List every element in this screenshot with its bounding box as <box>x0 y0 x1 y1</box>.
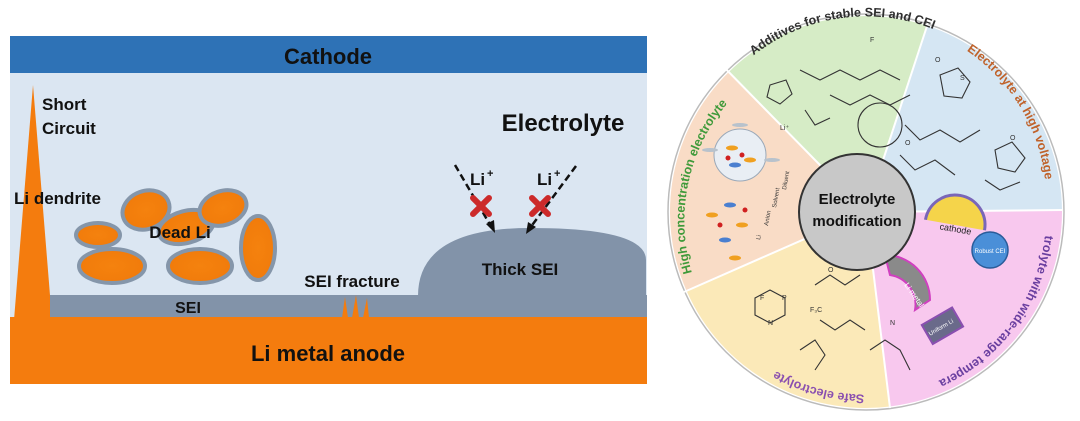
dead-li-particle <box>239 214 277 282</box>
thick-sei-label: Thick SEI <box>482 260 559 279</box>
sector-wide-temp <box>866 209 1062 407</box>
dead-li-particle <box>77 247 147 285</box>
wheel-center <box>798 153 916 271</box>
anode-bar <box>10 317 647 384</box>
svg-text:N: N <box>890 320 895 327</box>
sei-fracture-marks <box>342 295 369 318</box>
sei-label: SEI <box>175 300 201 317</box>
li-ion-superscript: + <box>487 168 493 180</box>
sei-fracture-label: SEI fracture <box>304 272 399 291</box>
dead-li-label: Dead Li <box>149 223 210 242</box>
short-circuit-label-2: Circuit <box>42 119 96 138</box>
svg-text:Li⁺: Li⁺ <box>780 125 789 132</box>
molecule-atom-labels: F P N O F₃C N O S O O Li⁺ F <box>760 37 1016 327</box>
solvation-sphere <box>702 123 780 261</box>
svg-text:F₃C: F₃C <box>810 307 822 314</box>
li-ion-superscript: + <box>554 168 560 180</box>
thick-sei-dome <box>418 228 646 296</box>
svg-text:Anion: Anion <box>764 210 773 226</box>
li-dendrite-shape <box>14 85 52 320</box>
svg-text:Li: Li <box>756 235 763 241</box>
dead-li-cluster <box>74 188 277 285</box>
cathode-bar <box>10 36 647 73</box>
blocked-x-icon <box>529 195 551 217</box>
svg-text:O: O <box>935 57 941 64</box>
svg-text:Diluent: Diluent <box>782 171 791 191</box>
sector-hce <box>670 72 866 291</box>
svg-text:F: F <box>870 37 874 44</box>
li-ion-1: Li + <box>453 164 495 233</box>
sector-high-voltage <box>866 25 1062 212</box>
svg-text:F: F <box>760 295 764 302</box>
cathode-label: Cathode <box>284 44 372 69</box>
blocked-x-icon <box>470 195 492 217</box>
svg-text:S: S <box>960 75 965 82</box>
li-ion-2: Li + <box>526 165 578 234</box>
dead-li-particle <box>166 247 234 285</box>
svg-text:O: O <box>1010 135 1016 142</box>
anode-label: Li metal anode <box>251 341 405 366</box>
center-label-2: modification <box>812 213 901 230</box>
sei-layer <box>50 295 647 317</box>
dead-li-particle <box>74 221 122 249</box>
li-dendrite-label: Li dendrite <box>14 189 101 208</box>
electrolyte-label: Electrolyte <box>502 110 625 137</box>
short-circuit-label-1: Short <box>42 95 87 114</box>
li-ion-label: Li <box>470 170 485 189</box>
dead-li-particle <box>197 188 249 228</box>
center-label-1: Electrolyte <box>819 191 896 208</box>
li-ion-label: Li <box>537 170 552 189</box>
svg-text:O: O <box>905 140 911 147</box>
svg-text:Solvent: Solvent <box>772 187 781 208</box>
svg-text:O: O <box>828 267 834 274</box>
svg-text:P: P <box>782 295 787 302</box>
left-panel: Cathode Electrolyte Short Circuit Li den… <box>10 36 647 384</box>
molecule-sketches <box>754 67 1026 371</box>
dead-li-particle <box>120 188 172 232</box>
solvation-legend: Li Anion Solvent Diluent <box>756 171 791 241</box>
wide-temp-inset: cathode Robust CEI Li metal Uniform Li <box>883 193 1009 346</box>
svg-text:N: N <box>768 320 773 327</box>
robust-cei-label: Robust CEI <box>975 249 1006 255</box>
